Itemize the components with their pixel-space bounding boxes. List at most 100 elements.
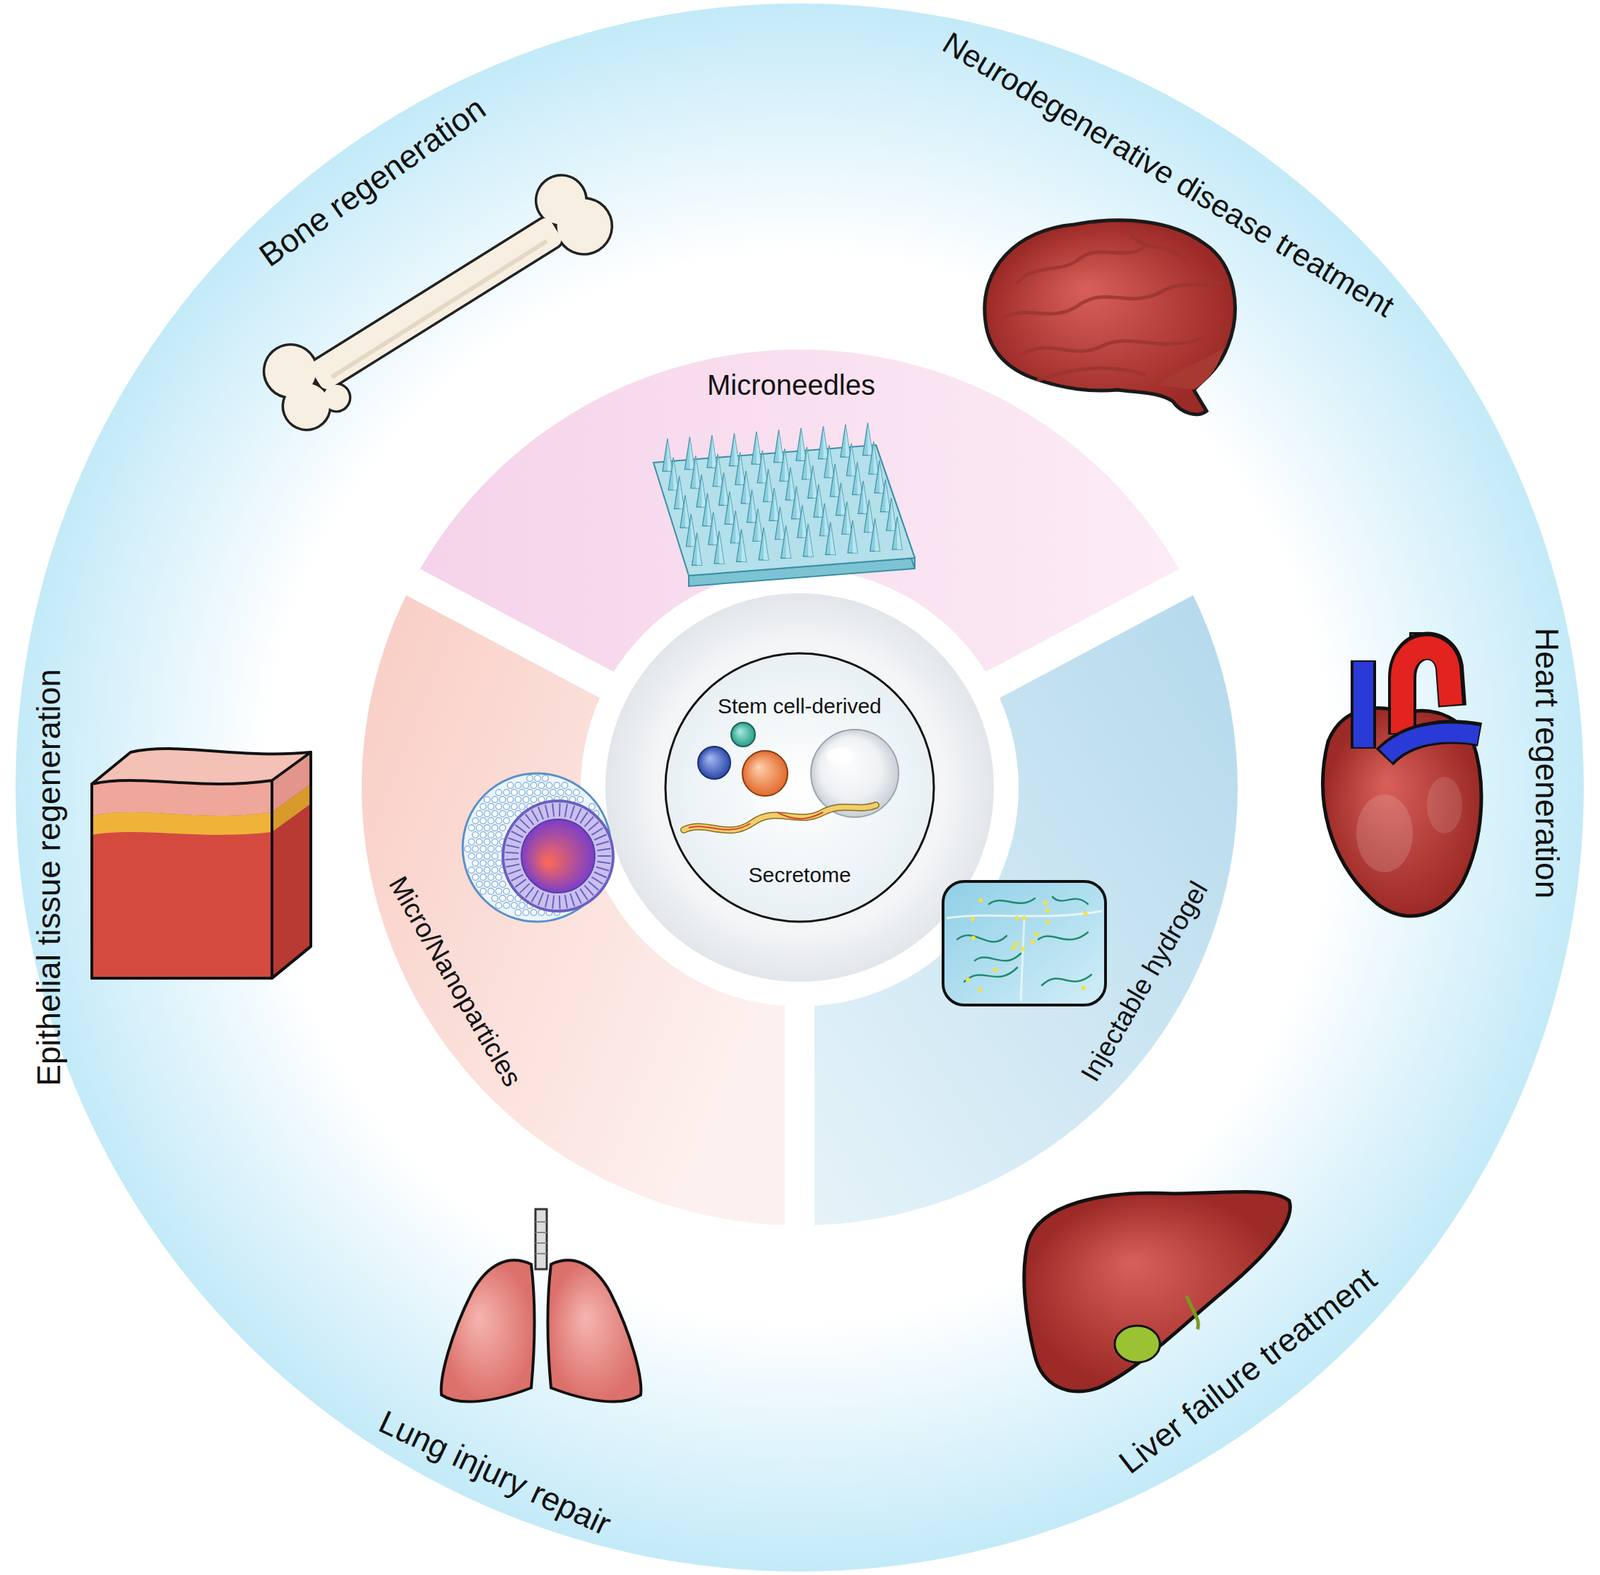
gel-dot bbox=[1029, 940, 1035, 945]
lipid-head bbox=[468, 839, 475, 846]
application-label: Bone regeneration bbox=[252, 89, 493, 274]
lipid-tail bbox=[594, 872, 607, 879]
lipid-head bbox=[476, 881, 483, 888]
lipid-tail bbox=[570, 806, 575, 819]
lipid-head bbox=[495, 789, 503, 797]
lipid-head bbox=[526, 775, 534, 782]
illustration-path bbox=[1038, 932, 1088, 940]
lipid-head bbox=[499, 881, 506, 888]
liposome bbox=[462, 773, 614, 922]
application-label: Heart regeneration bbox=[1527, 627, 1566, 900]
lipid-tail bbox=[588, 881, 600, 891]
lipid-tail bbox=[505, 858, 519, 860]
illustration-path bbox=[683, 805, 876, 831]
illustration-path bbox=[984, 220, 1236, 415]
lipid-head bbox=[495, 846, 503, 853]
illustration-circle bbox=[810, 729, 899, 818]
needle bbox=[696, 474, 707, 508]
needle bbox=[870, 518, 881, 551]
lipid-head bbox=[480, 874, 487, 881]
secretome-circle: Stem cell-derivedSecretome bbox=[604, 592, 995, 983]
lipid-head bbox=[491, 853, 499, 860]
needle bbox=[685, 514, 696, 547]
illustration-circle bbox=[697, 746, 731, 780]
lipid-head bbox=[495, 888, 503, 896]
lipid-tail bbox=[506, 844, 520, 848]
needle bbox=[730, 510, 741, 544]
lipid-head bbox=[514, 782, 522, 790]
lipid-tail bbox=[519, 883, 530, 893]
lipid-head bbox=[476, 853, 483, 860]
illustration-path bbox=[91, 812, 272, 835]
lipid-head bbox=[483, 867, 491, 874]
lipid-tail bbox=[594, 834, 607, 840]
lipid-head bbox=[472, 860, 479, 867]
hydrogel-block bbox=[943, 881, 1106, 1006]
illustration-path bbox=[683, 805, 876, 831]
illustration-path bbox=[1041, 974, 1092, 986]
illustration-rect bbox=[535, 1209, 547, 1270]
needle bbox=[858, 481, 869, 514]
gel-dot bbox=[1034, 932, 1039, 937]
illustration-circle bbox=[546, 189, 621, 264]
lipid-head bbox=[495, 832, 503, 839]
lipid-head bbox=[503, 789, 511, 797]
lipid-head bbox=[488, 846, 495, 853]
needle-shine bbox=[875, 518, 881, 551]
lipid-head bbox=[483, 881, 491, 888]
lipid-tail bbox=[565, 803, 568, 818]
lipid-tail bbox=[552, 895, 554, 910]
needle bbox=[758, 527, 769, 561]
lipid-head bbox=[491, 895, 499, 903]
lipid-head bbox=[522, 796, 530, 804]
lipid-head bbox=[530, 782, 537, 790]
illustration-path bbox=[91, 748, 311, 785]
lipid-head bbox=[561, 782, 568, 790]
lipid-head bbox=[499, 825, 506, 832]
lipid-head bbox=[468, 825, 475, 832]
lipid-head bbox=[589, 803, 596, 811]
lipid-head bbox=[519, 803, 526, 811]
needle bbox=[736, 529, 747, 562]
illustration-circle bbox=[502, 801, 614, 912]
illustration-path bbox=[1052, 897, 1088, 905]
needle bbox=[791, 486, 802, 520]
illustration-path bbox=[1020, 918, 1025, 1002]
lipid-head bbox=[499, 895, 506, 903]
brain-illustration bbox=[984, 220, 1236, 415]
needle bbox=[874, 460, 885, 494]
illustration-g bbox=[1003, 233, 1223, 381]
illustration-path bbox=[91, 752, 311, 979]
illustration-circle bbox=[731, 722, 756, 747]
lipid-head bbox=[530, 796, 537, 804]
needle bbox=[886, 498, 897, 531]
lipid-head bbox=[511, 789, 518, 797]
gel-dot bbox=[1080, 986, 1086, 991]
lipid-head bbox=[480, 846, 487, 853]
application-label: Liver failure treatment bbox=[1111, 1260, 1384, 1482]
lipid-tail bbox=[525, 887, 535, 898]
needle bbox=[757, 450, 768, 484]
needle-shine bbox=[830, 522, 836, 555]
lipid-head bbox=[480, 803, 487, 811]
lipid-tail bbox=[511, 831, 524, 838]
gel-dot bbox=[1045, 908, 1050, 913]
needle bbox=[868, 441, 879, 474]
illustration-ellipse bbox=[1356, 794, 1413, 873]
needle bbox=[707, 435, 717, 468]
needle bbox=[892, 517, 903, 550]
needle-shine bbox=[719, 531, 725, 564]
lipid-head bbox=[468, 853, 475, 860]
gel-dot bbox=[1015, 915, 1020, 920]
illustration-path bbox=[964, 967, 1018, 982]
lipid-head bbox=[483, 810, 491, 818]
lipid-head bbox=[495, 902, 503, 910]
lipid-tail bbox=[588, 822, 600, 831]
illustration-rect bbox=[307, 215, 565, 392]
needle bbox=[753, 508, 763, 542]
lipid-tail bbox=[584, 816, 594, 827]
illustration-path bbox=[1186, 1296, 1199, 1330]
lipid-tail bbox=[511, 874, 524, 881]
lipid-head bbox=[483, 825, 491, 832]
